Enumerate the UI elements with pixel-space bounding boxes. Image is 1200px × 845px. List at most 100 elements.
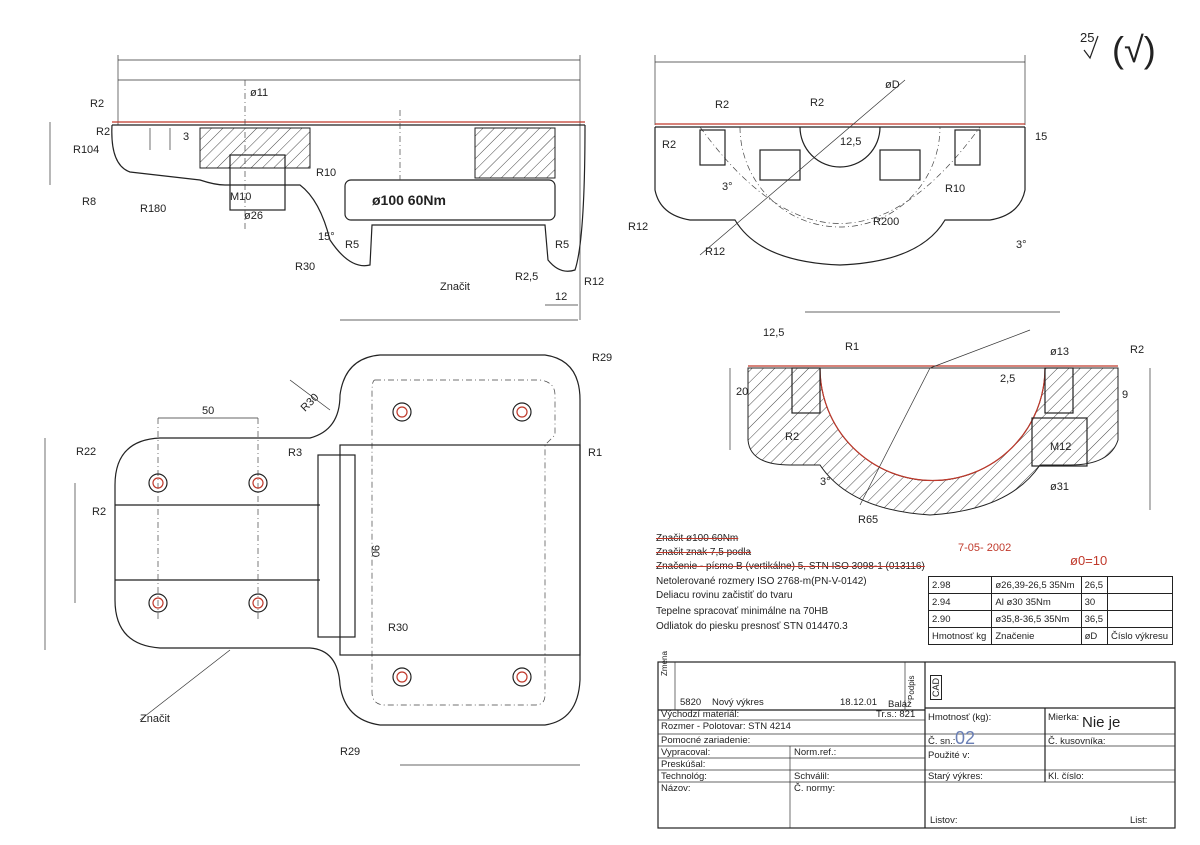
dim-r5-a: R5 bbox=[345, 239, 359, 251]
kl-cislo: Kl. číslo: bbox=[1048, 771, 1084, 782]
top-left-view: R2 R2 R104 R8 R180 R10 R30 R5 R5 R2,5 R1… bbox=[49, 55, 604, 321]
note-5: Deliacu rovinu začistiť do tvaru bbox=[656, 590, 793, 601]
dim-r30-b: R30 bbox=[388, 622, 408, 634]
dim-r65: R65 bbox=[858, 514, 878, 526]
pouzite: Použité v: bbox=[928, 750, 970, 761]
header-drawing: Číslo výkresu bbox=[1107, 627, 1173, 645]
dim-r10: R10 bbox=[316, 167, 336, 179]
table-row: 2.98 ø26,39-26,5 35Nm 26,5 bbox=[927, 576, 1173, 594]
dim-r2-a: R2 bbox=[90, 98, 104, 110]
dim-dia13: ø13 bbox=[1050, 346, 1069, 358]
dim-9-sec: 9 bbox=[1122, 389, 1128, 401]
plan-view: R29 R30 R22 R3 R1 R2 R30 R29 50 90 Znači… bbox=[44, 352, 612, 766]
mierka: Mierka: bbox=[1048, 712, 1080, 723]
dim-r29-b: R29 bbox=[340, 746, 360, 758]
top-right-view: R2 R2 R2 R12 R12 R10 R200 øD 12,5 15 3° … bbox=[628, 55, 1047, 266]
tr-value: Tr.s.: 821 bbox=[876, 709, 916, 720]
mass-cell: 2.94 bbox=[927, 593, 993, 611]
dim-m12-sec: M12 bbox=[1050, 441, 1071, 453]
mark-label-top: Značit bbox=[440, 281, 470, 293]
dim-r29-a: R29 bbox=[592, 352, 612, 364]
dim-15-tr: 15 bbox=[1035, 131, 1047, 143]
table-row: 2.94 Al ø30 35Nm 30 bbox=[927, 593, 1173, 611]
dim-r12-tr-a: R12 bbox=[628, 221, 648, 233]
vypracoval: Vypracoval: bbox=[661, 747, 711, 758]
note-3: Značenie - písmo B (vertikálne) 5, STN I… bbox=[656, 561, 925, 572]
drawing-cell bbox=[1107, 593, 1173, 611]
dia-cell: 30 bbox=[1080, 593, 1109, 611]
mass-cell: 2.98 bbox=[927, 576, 993, 594]
revision-date: 18.12.01 bbox=[840, 697, 877, 708]
dim-r2-sec-a: R2 bbox=[1130, 344, 1144, 356]
dim-r2-tr-b: R2 bbox=[810, 97, 824, 109]
bolt-holes bbox=[148, 402, 532, 687]
dim-r30-a: R30 bbox=[299, 391, 322, 414]
dim-r200: R200 bbox=[873, 216, 899, 228]
roughness-symbol: 25 (√) bbox=[1080, 29, 1156, 70]
dim-r8: R8 bbox=[82, 196, 96, 208]
vychodzi-material: Východzí materiál: bbox=[661, 709, 740, 720]
table-header-row: Hmotnosť kg Značenie øD Číslo výkresu bbox=[927, 627, 1173, 645]
dia-cell: 36,5 bbox=[1080, 610, 1109, 628]
dim-r5-b: R5 bbox=[555, 239, 569, 251]
rozmer: Rozmer - Polotovar: STN 4214 bbox=[661, 721, 791, 732]
note-1: Značit ø100 60Nm bbox=[656, 533, 739, 544]
cad-label: CAD bbox=[930, 674, 942, 700]
dim-50: 50 bbox=[202, 405, 214, 417]
list: List: bbox=[1130, 815, 1148, 826]
dim-3: 3 bbox=[183, 131, 189, 143]
dim-r22: R22 bbox=[76, 446, 96, 458]
pomocne: Pomocné zariadenie: bbox=[661, 735, 751, 746]
mark-label-plan: Značit bbox=[140, 713, 170, 725]
dim-r2-5: R2,5 bbox=[515, 271, 538, 283]
dim-r180: R180 bbox=[140, 203, 166, 215]
dim-20-sec: 20 bbox=[736, 386, 748, 398]
c-sn: Č. sn.: bbox=[928, 736, 956, 747]
dim-r2-tr-a: R2 bbox=[715, 99, 729, 111]
dim-m10: M10 bbox=[230, 191, 251, 203]
dim-r104: R104 bbox=[73, 144, 99, 156]
header-mass: Hmotnosť kg bbox=[927, 627, 993, 645]
dim-r1-sec: R1 bbox=[845, 341, 859, 353]
marking-cell: ø26,39-26,5 35Nm bbox=[991, 576, 1082, 594]
roughness-bracket: (√) bbox=[1112, 29, 1156, 70]
dim-r2-plan: R2 bbox=[92, 506, 106, 518]
dim-r2-b: R2 bbox=[96, 126, 110, 138]
phi-note: ø0=10 bbox=[1070, 553, 1108, 568]
prekusal: Preskúšal: bbox=[661, 759, 706, 770]
stary-vykres: Starý výkres: bbox=[928, 771, 983, 782]
c-kusovnika: Č. kusovníka: bbox=[1048, 736, 1106, 747]
mierka-value: Nie je bbox=[1082, 714, 1121, 731]
listov: Listov: bbox=[930, 815, 958, 826]
c-normy: Č. normy: bbox=[794, 783, 836, 794]
dim-r3: R3 bbox=[288, 447, 302, 459]
drawing-cell bbox=[1107, 576, 1173, 594]
mass-cell: 2.90 bbox=[927, 610, 993, 628]
revision-author: Baláž bbox=[888, 699, 912, 710]
dim-angle-15: 15° bbox=[318, 231, 335, 243]
c-sn-value: 02 bbox=[955, 728, 976, 748]
dim-90: 90 bbox=[369, 545, 381, 557]
zmena-label: Zmena bbox=[660, 651, 669, 676]
dim-angle-3-a: 3° bbox=[722, 181, 733, 193]
dim-dia-d: øD bbox=[885, 79, 900, 91]
engraving-text: ø100 60Nm bbox=[372, 192, 446, 208]
note-6: Tepelne spracovať minimálne na 70HB bbox=[656, 606, 829, 617]
dim-dia31: ø31 bbox=[1050, 481, 1069, 493]
note-7: Odliatok do piesku presnosť STN 014470.3 bbox=[656, 621, 848, 632]
dim-r12-tr-b: R12 bbox=[705, 246, 725, 258]
marking-cell: ø35,8-36,5 35Nm bbox=[991, 610, 1082, 628]
variants-table: 2.98 ø26,39-26,5 35Nm 26,5 2.94 Al ø30 3… bbox=[927, 576, 1173, 645]
revision-number: 5820 bbox=[680, 697, 702, 708]
dim-r2-sec-b: R2 bbox=[785, 431, 799, 443]
title-block-frame bbox=[657, 661, 1176, 829]
section-view: 12,5 R1 R2 R2 R65 ø13 ø31 2,5 20 9 3° M1… bbox=[729, 311, 1151, 526]
dim-r30: R30 bbox=[295, 261, 315, 273]
dim-angle-3-b: 3° bbox=[1016, 239, 1027, 251]
drawing-cell bbox=[1107, 610, 1173, 628]
date-stamp: 7-05- 2002 bbox=[958, 542, 1012, 554]
table-row: 2.90 ø35,8-36,5 35Nm 36,5 bbox=[927, 610, 1173, 628]
norm-ref: Norm.ref.: bbox=[794, 747, 837, 758]
roughness-value: 25 bbox=[1080, 30, 1094, 45]
